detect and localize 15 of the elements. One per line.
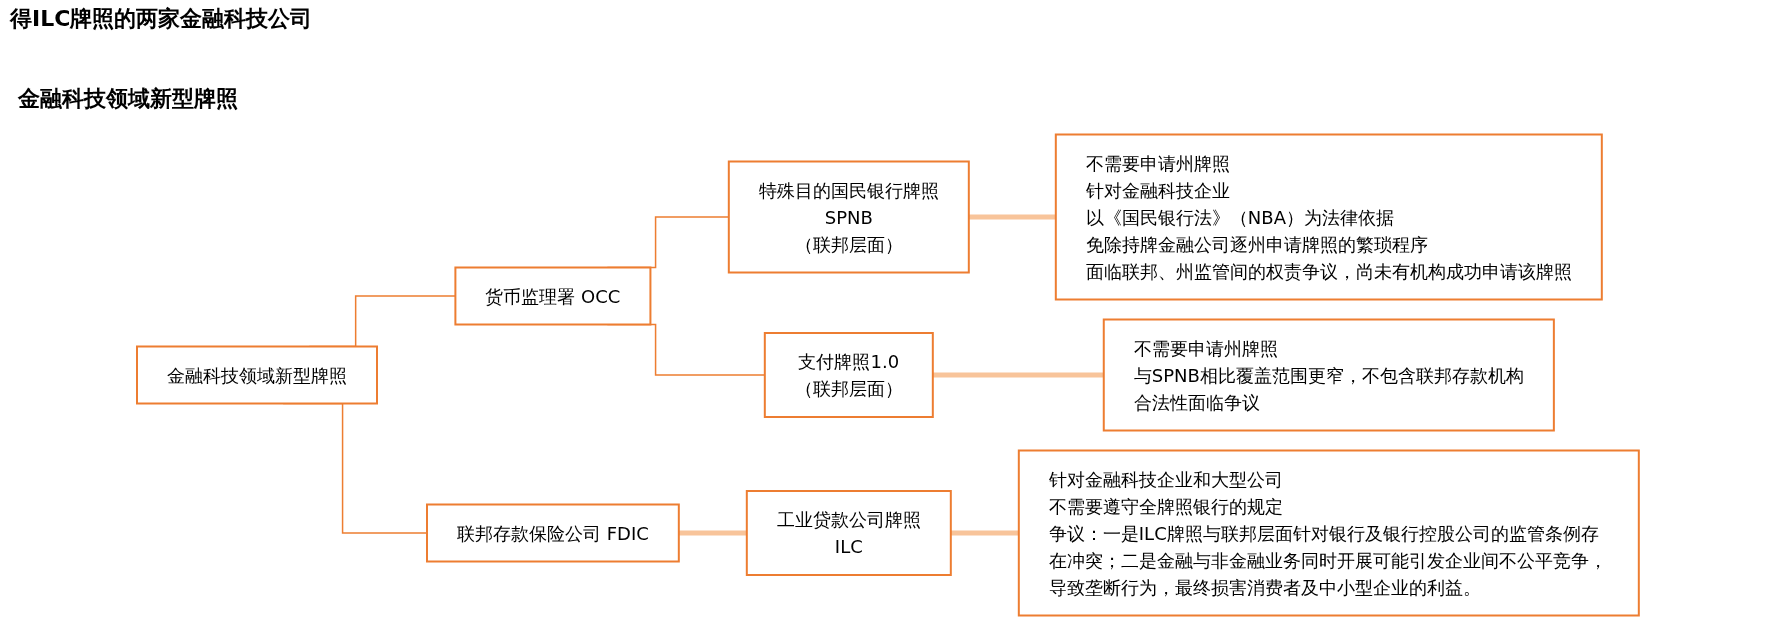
connector	[968, 214, 1056, 220]
node-box: 支付牌照1.0 （联邦层面）	[763, 332, 934, 418]
node-box: 货币监理署 OCC	[454, 266, 652, 326]
node-box: 不需要申请州牌照 针对金融科技企业 以《国民银行法》（NBA）为法律依据 免除持牌金融公司逐州申请牌照的繁琐程序 面临联邦、州监管间的权责争议，尚未有机构成功申请该牌照	[1054, 133, 1603, 301]
node-box: 金融科技领域新型牌照	[136, 345, 379, 405]
connector	[932, 372, 1104, 378]
node-box: 不需要申请州牌照 与SPNB相比覆盖范围更窄，不包含联邦存款机构 合法性面临争议	[1102, 318, 1555, 432]
connector	[950, 530, 1019, 536]
node-box: 联邦存款保险公司 FDIC	[426, 503, 680, 563]
node-box: 工业贷款公司牌照 ILC	[745, 490, 952, 576]
node-box: 针对金融科技企业和大型公司 不需要遵守全牌照银行的规定 争议：一是ILC牌照与联邦层面针对银行及银行控股公司的监管条例存在冲突；二是金融与非金融业务同时开展可能引发企业间不公平竞争，导致垄断行为，最终损害消费者及中小型企业的利益。	[1017, 449, 1640, 617]
connector	[678, 530, 747, 536]
diagram-title: 得ILC牌照的两家金融科技公司	[10, 5, 313, 33]
node-box: 特殊目的国民银行牌照 SPNB （联邦层面）	[727, 160, 970, 274]
section-heading: 金融科技领域新型牌照	[18, 85, 238, 113]
